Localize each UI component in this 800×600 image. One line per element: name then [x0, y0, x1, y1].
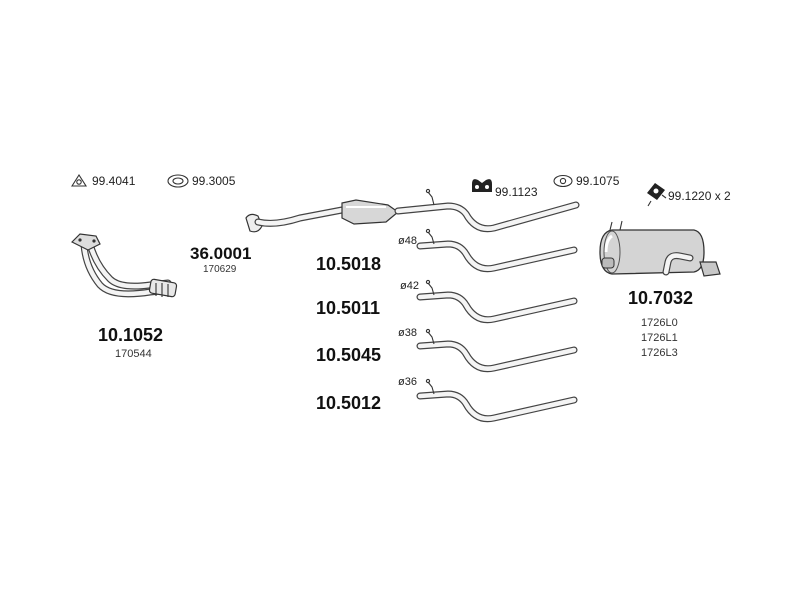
- rear-muffler-ref-1: 1726L0: [641, 317, 678, 329]
- catalyst-pipe-drawing: [245, 188, 580, 233]
- gasket-code-99-4041: 99.4041: [92, 174, 136, 188]
- oval-gasket-icon: [167, 174, 189, 188]
- middle-pipe-diameter-4: ø36: [398, 376, 417, 388]
- front-pipe-ref: 170544: [115, 348, 152, 360]
- middle-pipe-drawing: [416, 228, 578, 423]
- middle-pipe-code-3: 10.5045: [316, 345, 382, 365]
- middle-pipe-4-drawing: [416, 378, 578, 423]
- catalyst-code: 36.0001: [190, 244, 252, 263]
- clamp-code-99-1220: 99.1220 x 2: [668, 189, 731, 203]
- middle-pipe-2-drawing: [416, 279, 578, 324]
- gasket-code-99-3005: 99.3005: [192, 174, 236, 188]
- middle-pipe-1-drawing: [416, 228, 578, 273]
- middle-pipe-code-1: 10.5018: [316, 254, 382, 274]
- gasket-code-99-1075: 99.1075: [576, 174, 620, 188]
- hanger-code-99-1123: 99.1123: [495, 185, 538, 199]
- middle-pipe-diameter-3: ø38: [398, 327, 417, 339]
- rubber-hanger-icon: [472, 179, 492, 192]
- front-pipe-drawing: [70, 233, 178, 298]
- middle-pipe-code-4: 10.5012: [316, 393, 382, 413]
- rear-muffler-code: 10.7032: [628, 288, 694, 308]
- ring-gasket-icon: [553, 174, 573, 188]
- rear-muffler-ref-2: 1726L1: [641, 332, 678, 344]
- middle-pipe-diameter-1: ø48: [398, 235, 417, 247]
- middle-pipe-diameter-2: ø42: [400, 280, 419, 292]
- catalyst-ref: 170629: [203, 264, 237, 275]
- middle-pipe-3-drawing: [416, 328, 578, 373]
- clamp-icon: [647, 183, 667, 207]
- triangle-gasket-icon: [70, 173, 88, 187]
- middle-pipe-code-2: 10.5011: [316, 298, 381, 318]
- front-pipe-code: 10.1052: [98, 325, 164, 345]
- rear-muffler-drawing: [599, 220, 721, 277]
- rear-muffler-ref-3: 1726L3: [641, 347, 678, 359]
